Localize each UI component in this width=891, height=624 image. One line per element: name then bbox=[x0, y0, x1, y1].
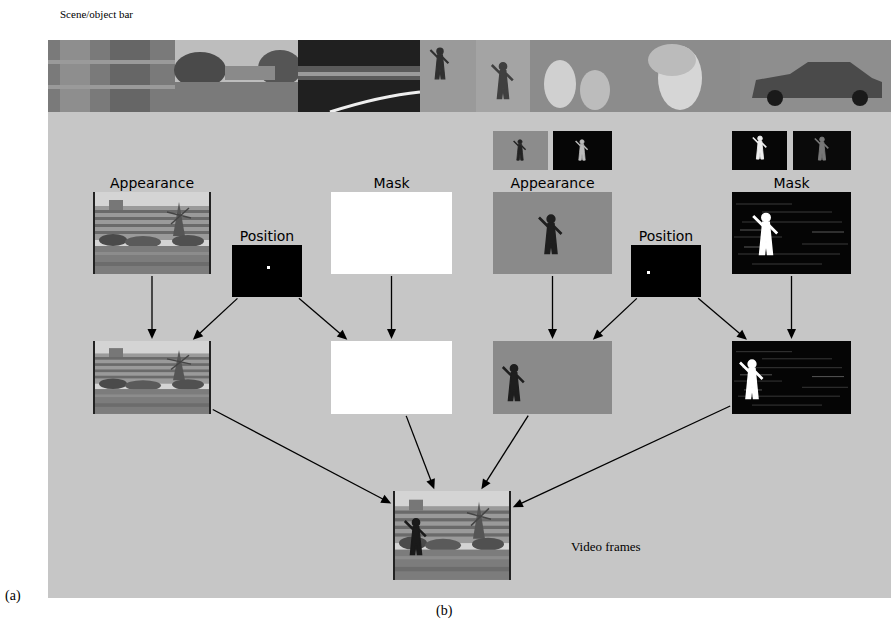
figure-label: (b) bbox=[436, 603, 452, 619]
image-panel bbox=[493, 341, 612, 414]
panel-title: Appearance bbox=[510, 175, 594, 191]
image-panel bbox=[732, 341, 851, 414]
image-panel: Video frames bbox=[393, 491, 511, 580]
arrow-connector bbox=[513, 406, 730, 507]
panel-title: Mask bbox=[373, 175, 409, 191]
arrow-connector bbox=[193, 298, 238, 339]
arrow-connector bbox=[548, 276, 557, 339]
figure-label: (a) bbox=[5, 588, 21, 604]
arrow-connector bbox=[299, 298, 347, 339]
image-panel bbox=[331, 341, 452, 414]
arrow-connector bbox=[387, 276, 396, 339]
image-panel: Position bbox=[232, 245, 302, 297]
image-panel: Position bbox=[631, 245, 701, 297]
arrow-connector bbox=[787, 276, 796, 339]
arrow-connector bbox=[698, 298, 747, 339]
arrow-connector bbox=[481, 416, 528, 490]
panel-title: Mask bbox=[773, 175, 809, 191]
panel-title: Appearance bbox=[110, 175, 194, 191]
panel-title: Video frames bbox=[571, 539, 641, 555]
arrow-connector bbox=[148, 276, 157, 339]
arrow-connector bbox=[213, 410, 391, 504]
figure-label: Scene/object bar bbox=[60, 8, 133, 20]
image-panel: Appearance bbox=[493, 192, 612, 274]
image-panel: Appearance bbox=[93, 192, 211, 274]
image-panel: Mask bbox=[331, 192, 452, 274]
panel-title: Position bbox=[639, 228, 694, 244]
image-panel bbox=[93, 341, 211, 414]
panel-title: Position bbox=[240, 228, 295, 244]
image-panel: Mask bbox=[732, 192, 851, 274]
arrow-connector bbox=[593, 298, 637, 339]
arrow-connector bbox=[406, 416, 435, 489]
